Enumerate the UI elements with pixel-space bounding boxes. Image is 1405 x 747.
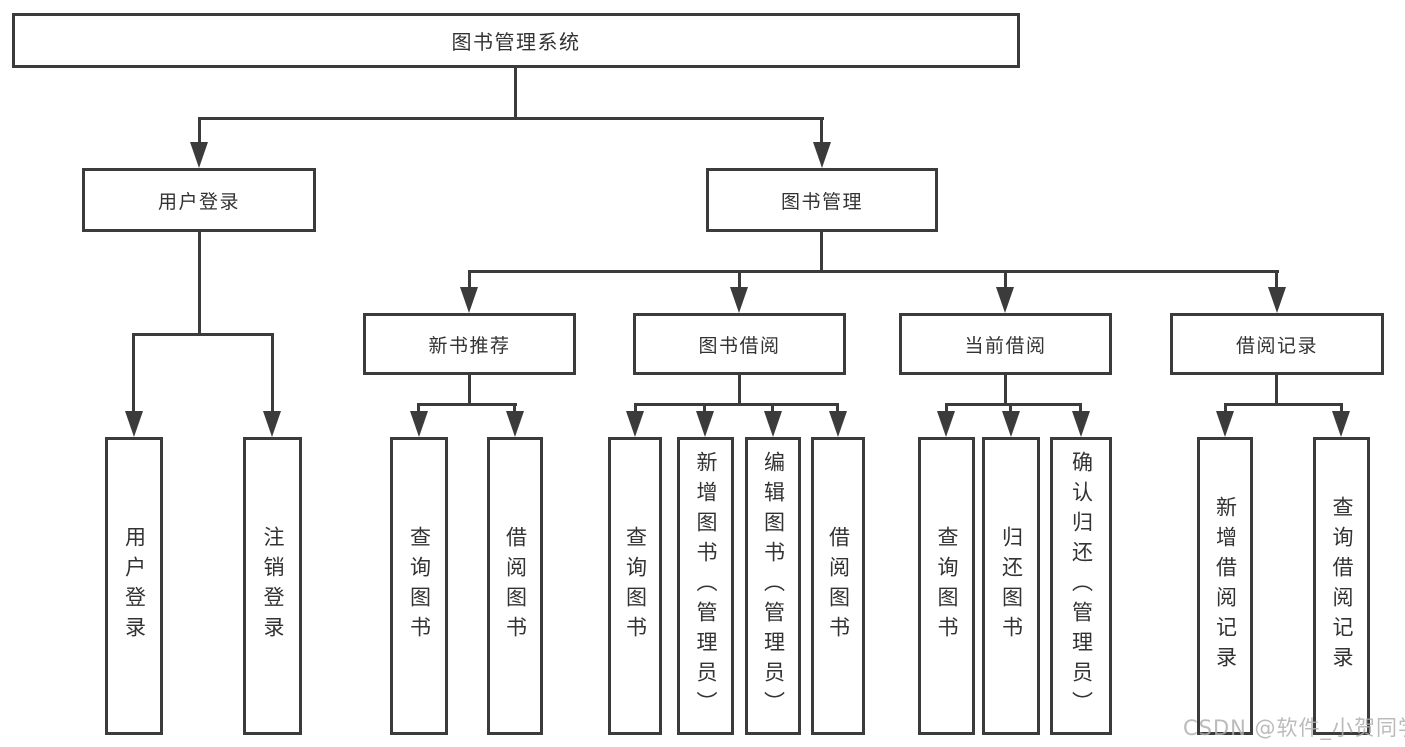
connector-arrowhead [813, 142, 831, 168]
connector-arrowhead [125, 411, 143, 437]
connector-line [771, 403, 774, 417]
connector-line [634, 403, 839, 406]
connector-line [738, 270, 741, 293]
connector-arrowhead [263, 411, 281, 437]
connector-line [132, 333, 135, 417]
connector-line [1004, 270, 1007, 293]
connector-line [1224, 403, 1227, 417]
node-logout-leaf: 注销登录 [243, 437, 302, 735]
connector-line [836, 403, 839, 417]
connector-arrowhead [190, 142, 208, 168]
connector-line [417, 403, 420, 417]
connector-line [468, 375, 471, 405]
node-new-book-recommend: 新书推荐 [363, 313, 576, 375]
node-user-login-leaf: 用户登录 [105, 437, 163, 735]
connector-arrowhead [460, 287, 478, 313]
node-borrow-records: 借阅记录 [1170, 313, 1384, 375]
connector-arrowhead [764, 411, 782, 437]
connector-arrowhead [410, 411, 428, 437]
node-return-book: 归还图书 [982, 437, 1040, 735]
connector-line [1224, 403, 1342, 406]
connector-line [132, 333, 274, 336]
connector-line [468, 270, 1279, 273]
connector-line [198, 117, 201, 148]
node-query-books-3: 查询图书 [918, 437, 975, 735]
connector-line [1004, 375, 1007, 405]
connector-arrowhead [696, 411, 714, 437]
node-query-books-2: 查询图书 [608, 437, 662, 735]
node-borrow-books-2: 借阅图书 [811, 437, 865, 735]
node-library-system: 图书管理系统 [12, 13, 1020, 68]
node-borrow-books-1: 借阅图书 [487, 437, 543, 735]
connector-arrowhead [1002, 411, 1020, 437]
node-user-login: 用户登录 [82, 168, 316, 232]
connector-arrowhead [1332, 411, 1350, 437]
connector-line [198, 232, 201, 335]
connector-arrowhead [730, 287, 748, 313]
connector-arrowhead [626, 411, 644, 437]
connector-line [1275, 375, 1278, 405]
connector-line [820, 232, 823, 272]
node-add-book-admin: 新增图书（管理员） [677, 437, 734, 735]
connector-line [417, 403, 517, 406]
connector-line [1275, 270, 1278, 293]
connector-line [198, 117, 824, 120]
connector-line [468, 270, 471, 293]
node-add-borrow-record: 新增借阅记录 [1197, 437, 1253, 735]
node-query-books-1: 查询图书 [390, 437, 448, 735]
connector-arrowhead [996, 287, 1014, 313]
connector-line [738, 375, 741, 405]
node-book-borrowing: 图书借阅 [633, 313, 846, 375]
connector-line [271, 333, 274, 417]
connector-line [945, 403, 1082, 406]
connector-line [945, 403, 948, 417]
connector-arrowhead [1268, 287, 1286, 313]
csdn-watermark: CSDN @软件_小贺同学 [1183, 716, 1405, 740]
connector-line [514, 68, 517, 120]
node-confirm-return-admin: 确认归还（管理员） [1050, 437, 1112, 735]
connector-arrowhead [937, 411, 955, 437]
connector-line [1340, 403, 1343, 417]
connector-line [703, 403, 706, 417]
connector-line [634, 403, 637, 417]
connector-arrowhead [1216, 411, 1234, 437]
node-book-management: 图书管理 [706, 168, 938, 232]
connector-arrowhead [1072, 411, 1090, 437]
node-current-borrowing: 当前借阅 [899, 313, 1112, 375]
connector-line [1009, 403, 1012, 417]
connector-line [513, 403, 516, 417]
connector-arrowhead [829, 411, 847, 437]
connector-line [1079, 403, 1082, 417]
node-edit-book-admin: 编辑图书（管理员） [745, 437, 801, 735]
node-query-borrow-record: 查询借阅记录 [1313, 437, 1370, 735]
connector-arrowhead [506, 411, 524, 437]
connector-line [820, 117, 823, 148]
